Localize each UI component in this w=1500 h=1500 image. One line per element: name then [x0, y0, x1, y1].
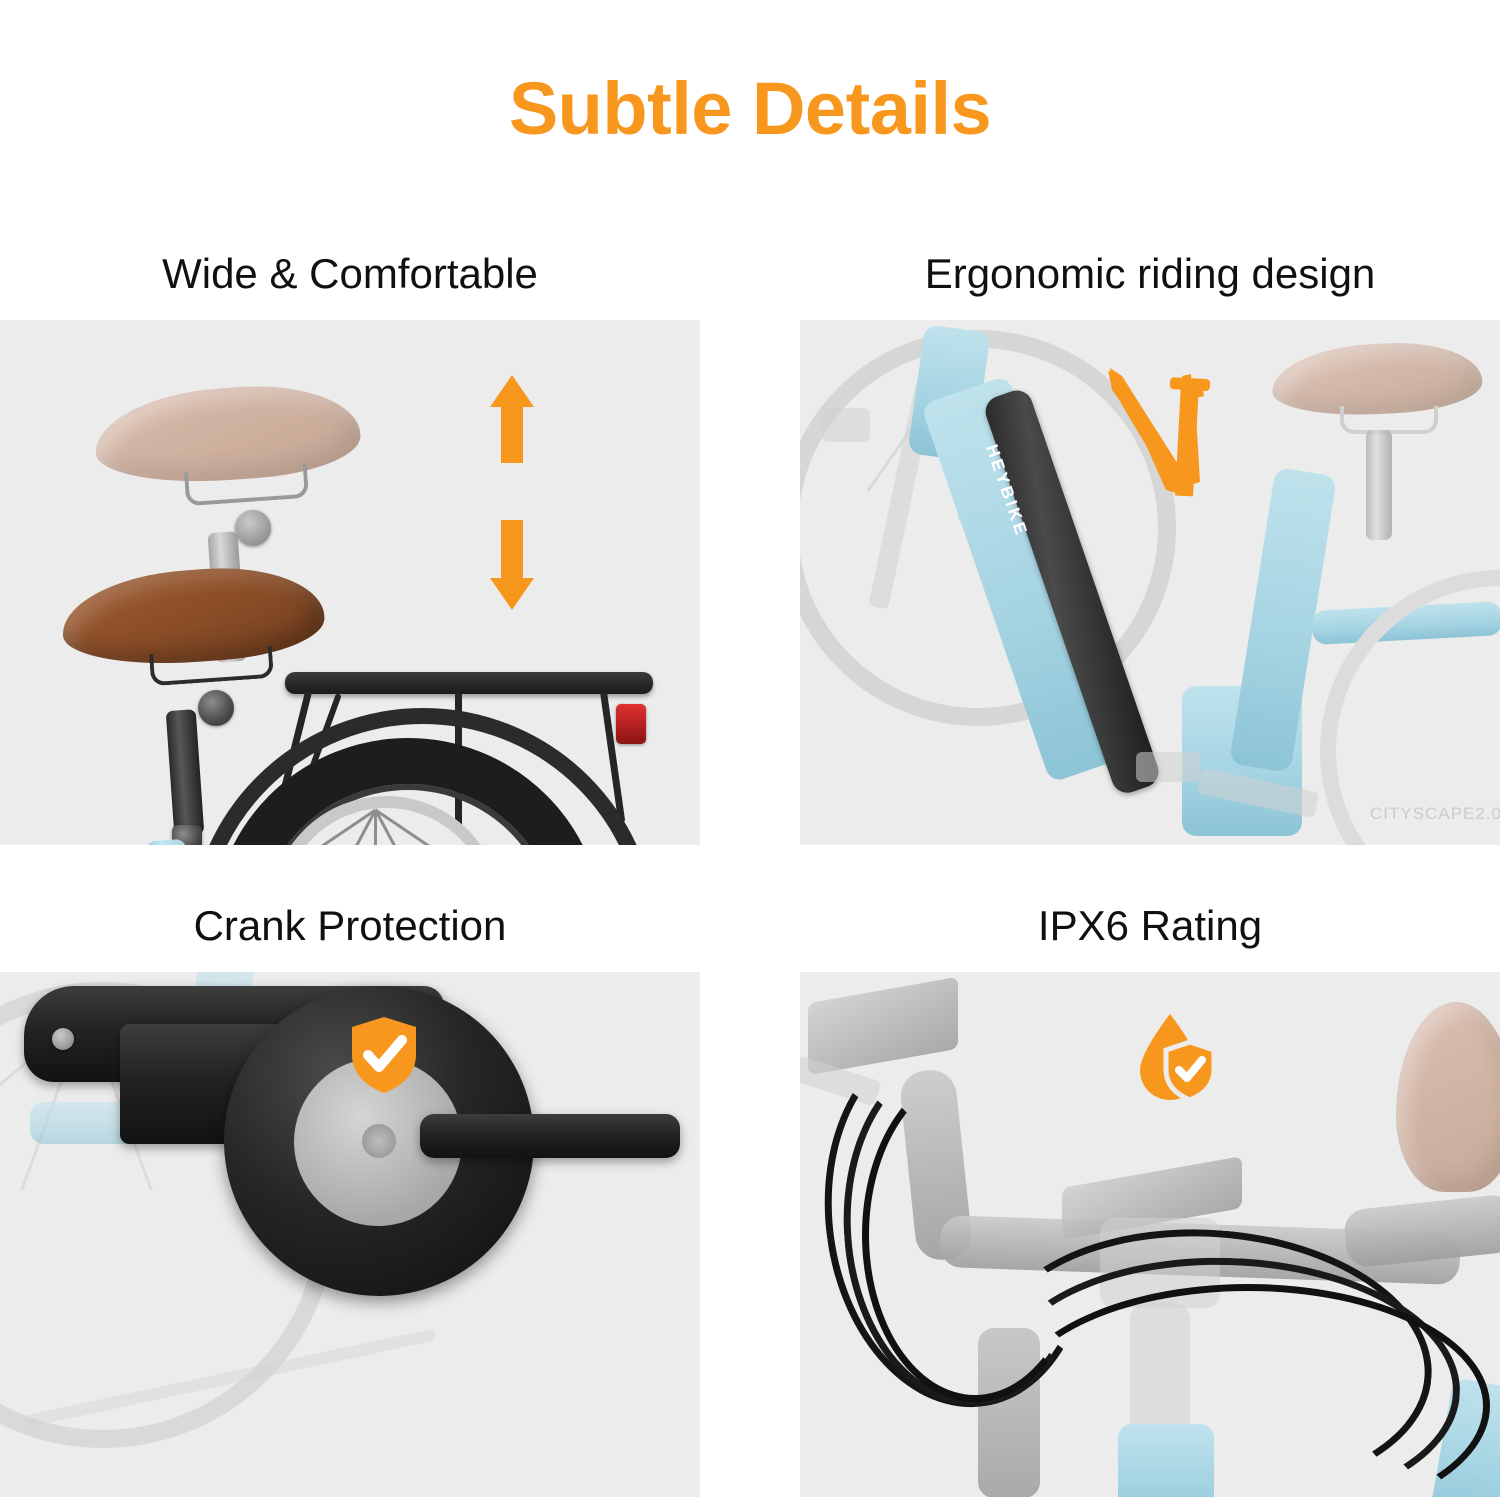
wheel-spoke	[374, 810, 377, 845]
feature-title-ipx6-rating: IPX6 Rating	[1037, 902, 1263, 949]
seat-clamp-upper	[235, 510, 271, 546]
tail-light	[616, 704, 646, 744]
feature-title-crank-protection: Crank Protection	[193, 902, 507, 949]
feature-card-wide-comfortable: Wide & Comfortable	[0, 228, 700, 845]
seat-clamp-lower	[198, 690, 234, 726]
shield-check-icon	[352, 1017, 416, 1093]
crank-bolt-ghost	[362, 1124, 396, 1158]
chainguard-mount-bolt	[52, 1028, 74, 1050]
arrow-up-icon	[490, 375, 534, 465]
handlebar-right-grip	[1342, 1193, 1500, 1269]
feature-image-wide-comfortable	[0, 320, 700, 845]
feature-card-ergonomic-riding-design: Ergonomic riding design HEYBIKE	[800, 228, 1500, 845]
headlight-ghost	[822, 408, 870, 442]
feature-card-crank-protection: Crank Protection CITYSCAPE2.0	[0, 880, 700, 1497]
frame-model-label-ghost: CITYSCAPE2.0	[1370, 804, 1500, 823]
frame-outline-icon	[1108, 368, 1211, 497]
feature-image-crank-protection: CITYSCAPE2.0	[0, 972, 700, 1497]
chainguard-crank-cover	[420, 1114, 680, 1158]
water-drop-shield-icon	[1140, 1014, 1216, 1103]
feature-title-ergonomic-riding-design: Ergonomic riding design	[924, 250, 1376, 297]
saddle-ghost-ipx6	[1396, 1002, 1500, 1192]
rear-rack-platform	[285, 672, 653, 694]
feature-title-wide-comfortable: Wide & Comfortable	[162, 250, 538, 297]
page-title: Subtle Details	[508, 67, 992, 150]
feature-image-ergonomic-riding-design: HEYBIKE CITYSCAPE2.0	[800, 320, 1500, 845]
saddle-rail-ghost-right	[1340, 406, 1438, 434]
seatpost-black	[165, 709, 205, 836]
saddle-rail-upper	[183, 463, 310, 507]
seatpost-ghost-right	[1366, 430, 1392, 540]
feature-grid: Wide & Comfortable	[0, 228, 1500, 1500]
cable-3	[862, 1068, 1088, 1402]
pedal-ghost	[1136, 752, 1200, 782]
feature-card-ipx6-rating: IPX6 Rating	[800, 880, 1500, 1497]
arrow-down-icon	[490, 520, 534, 610]
cable-6	[1006, 1284, 1490, 1497]
